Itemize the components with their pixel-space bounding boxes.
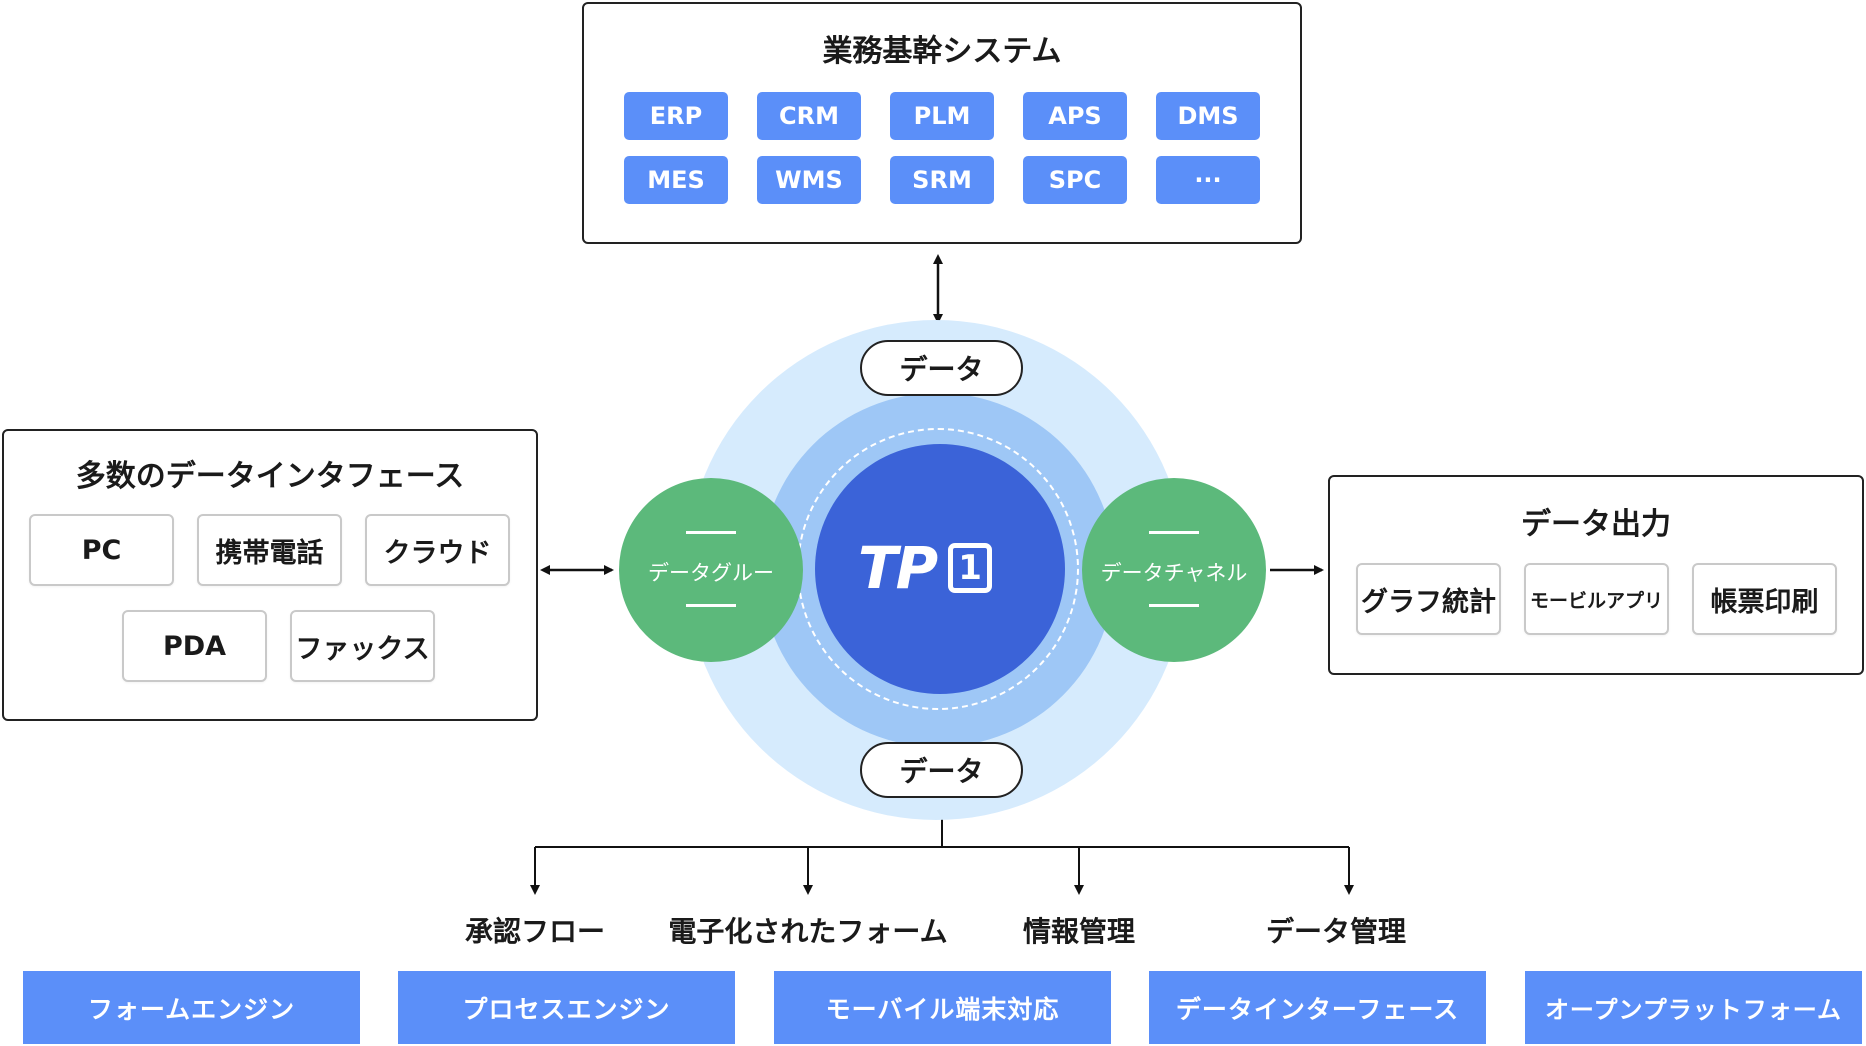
output-tile: グラフ統計 — [1356, 563, 1501, 635]
system-chip: WMS — [757, 156, 861, 204]
interface-tile: ファックス — [290, 610, 435, 682]
logo-badge: 1 — [948, 543, 993, 593]
interface-tile: PC — [29, 514, 174, 586]
interface-tile: クラウド — [365, 514, 510, 586]
engine-block: フォームエンジン — [23, 971, 360, 1044]
data-channel-bar-top — [1149, 531, 1199, 534]
data-channel-bar-bottom — [1149, 604, 1199, 607]
interfaces-title: 多数のデータインタフェース — [75, 459, 465, 494]
engine-block: オープンプラットフォーム — [1525, 971, 1862, 1044]
engine-block: プロセスエンジン — [398, 971, 735, 1044]
data-channel-label: データチャネル — [1100, 561, 1248, 585]
data-pill-bottom: データ — [860, 742, 1023, 798]
function-label: 情報管理 — [1022, 915, 1135, 948]
data-glue-node — [619, 478, 803, 662]
function-label: 承認フロー — [464, 915, 605, 948]
system-chip: DMS — [1156, 92, 1260, 140]
output-tile: 帳票印刷 — [1692, 563, 1837, 635]
output-title: データ出力 — [1521, 507, 1671, 542]
output-tile: モービルアプリ — [1524, 563, 1669, 635]
core-systems-title: 業務基幹システム — [822, 34, 1062, 69]
data-glue-label: データグルー — [648, 561, 774, 585]
data-glue-bar-bottom — [686, 604, 736, 607]
data-pill-top: データ — [860, 340, 1023, 396]
function-label: 電子化されたフォーム — [668, 915, 948, 948]
core-circle — [815, 444, 1065, 694]
data-channel-node — [1082, 478, 1266, 662]
system-chip: MES — [624, 156, 728, 204]
interface-tile: PDA — [122, 610, 267, 682]
system-chip: CRM — [757, 92, 861, 140]
tp1-logo: TP 1 — [858, 535, 1028, 601]
data-glue-bar-top — [686, 531, 736, 534]
interface-tile: 携帯電話 — [197, 514, 342, 586]
logo-text: TP — [858, 534, 938, 602]
system-chip-more: ··· — [1156, 156, 1260, 204]
system-chip: SRM — [890, 156, 994, 204]
system-chip: SPC — [1023, 156, 1127, 204]
engine-block: モーバイル端末対応 — [774, 971, 1111, 1044]
system-chip: PLM — [890, 92, 994, 140]
function-label: データ管理 — [1265, 915, 1406, 948]
system-chip: APS — [1023, 92, 1127, 140]
engine-block: データインターフェース — [1149, 971, 1486, 1044]
system-chip: ERP — [624, 92, 728, 140]
